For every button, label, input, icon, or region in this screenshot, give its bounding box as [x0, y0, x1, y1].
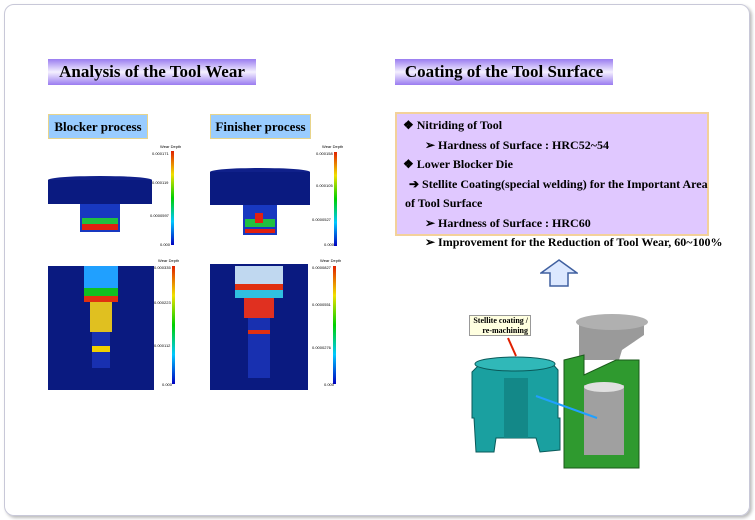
up-arrow-icon [540, 259, 578, 287]
coating-description-box: ❖ Nitriding of Tool ➢ Hardness of Surfac… [395, 112, 723, 249]
legend-tick: 0.000 [324, 242, 335, 247]
legend-tick: 0.000 [324, 382, 335, 387]
finisher-die-wear-plot: Wear Depth 0.000158 0.000105 0.0000527 0… [210, 144, 343, 247]
die-assembly-illustration [471, 314, 648, 469]
legend-tick: 0.000119 [152, 180, 169, 185]
connector-arrow [535, 395, 598, 419]
finisher-process-label: Finisher process [210, 114, 311, 139]
bullet-lower-blocker-die: ❖ Lower Blocker Die [403, 157, 513, 171]
analysis-title: Analysis of the Tool Wear [48, 59, 256, 85]
legend-title: Wear Depth [320, 258, 341, 263]
stellite-coating-line: ➔ Stellite Coating(special welding) for … [409, 176, 708, 191]
legend-title: Wear Depth [158, 258, 179, 263]
callout-line: Stellite coating / [473, 316, 528, 325]
legend-tick: 0.000223 [154, 300, 171, 305]
sub-bullet-hardness: ➢ Hardness of Surface : HRC52~54 [425, 137, 609, 152]
coating-title: Coating of the Tool Surface [395, 59, 613, 85]
legend-tick: 0.0000276 [312, 345, 332, 350]
legend-tick: 0.000105 [316, 183, 333, 188]
legend-title: Wear Depth [322, 144, 343, 149]
legend-tick: 0.000171 [152, 151, 169, 156]
legend-tick: 0.000 [162, 382, 173, 387]
callout-arrow [507, 337, 517, 357]
legend-tick: 0.0000597 [150, 213, 170, 218]
legend-tick: 0.000 [160, 242, 171, 247]
sub-bullet-improvement: ➢ Improvement for the Reduction of Tool … [425, 235, 723, 249]
sub-bullet-hardness-hrc60: ➢ Hardness of Surface : HRC60 [425, 215, 591, 230]
blocker-process-label: Blocker process [48, 114, 148, 139]
slide-frame [4, 4, 750, 516]
legend-tick: 0.0000527 [312, 217, 332, 222]
blocker-die-wear-plot: Wear Depth 0.000171 0.000119 0.0000597 0… [48, 144, 181, 247]
stellite-callout: Stellite coating / re-machining [469, 315, 531, 336]
legend-title: Wear Depth [160, 144, 181, 149]
blocker-punch-wear-plot: Wear Depth 0.000335 0.000223 0.000112 0.… [48, 258, 179, 390]
stellite-coating-line-cont: of Tool Surface [405, 196, 483, 210]
finisher-punch-wear-plot: Wear Depth 0.0000827 0.0000551 0.0000276… [210, 258, 341, 390]
legend-tick: 0.000158 [316, 151, 333, 156]
callout-line: re-machining [482, 326, 528, 335]
legend-tick: 0.000335 [154, 265, 171, 270]
legend-tick: 0.000112 [154, 343, 171, 348]
legend-tick: 0.0000551 [312, 302, 332, 307]
legend-tick: 0.0000827 [312, 265, 332, 270]
bullet-nitriding: ❖ Nitriding of Tool [403, 118, 503, 132]
